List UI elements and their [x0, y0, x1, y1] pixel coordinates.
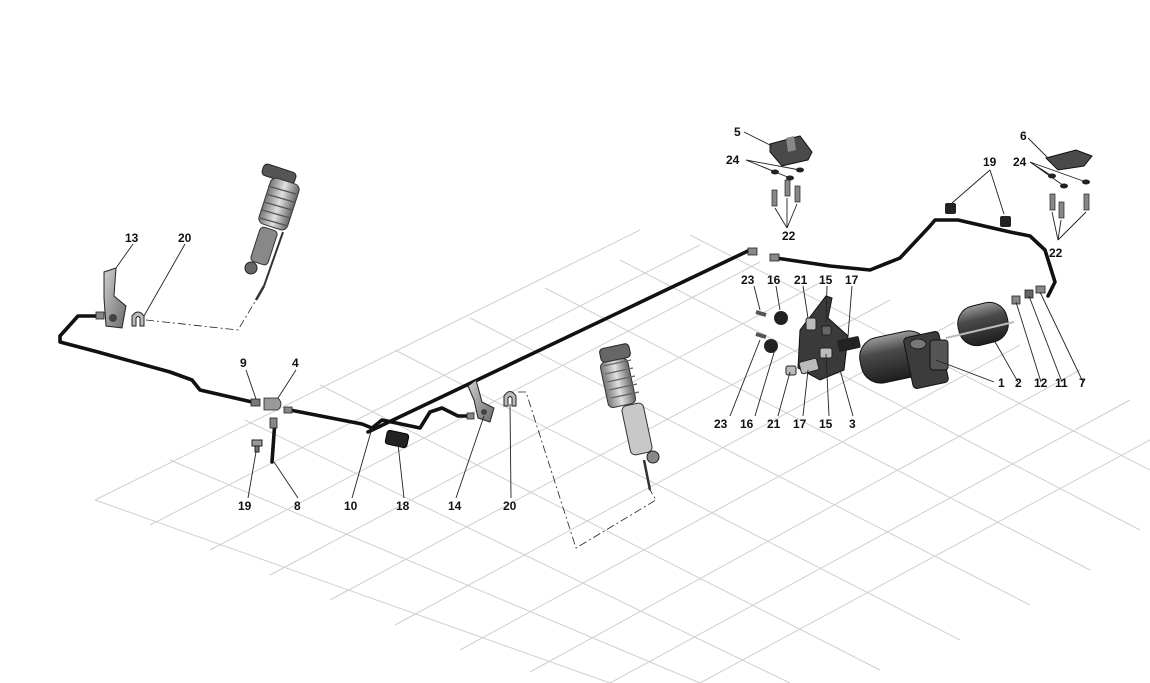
callout-16-upper: 16	[767, 273, 781, 287]
bracket-13	[103, 267, 127, 329]
pump-bracket-3	[755, 295, 861, 381]
callout-23-upper: 23	[741, 273, 755, 287]
callout-10: 10	[344, 499, 358, 513]
callout-18: 18	[396, 499, 410, 513]
reservoir-2	[945, 301, 1015, 347]
bracket-14	[467, 379, 495, 423]
grommets-19-upper	[945, 203, 1011, 227]
pump-motor-1	[859, 330, 949, 389]
pipe-fittings	[95, 247, 1046, 429]
callout-20-left: 20	[178, 231, 192, 245]
callout-19-lower: 19	[238, 499, 252, 513]
callout-13: 13	[125, 231, 139, 245]
callout-24-right: 24	[1013, 155, 1027, 169]
shock-absorber-upper	[244, 163, 300, 301]
callout-15-upper: 15	[819, 273, 833, 287]
callout-6: 6	[1020, 129, 1027, 143]
callout-14: 14	[448, 499, 462, 513]
callout-11: 11	[1055, 376, 1068, 390]
bracket-5	[769, 135, 813, 207]
reference-lines	[145, 299, 657, 549]
callout-15-lower: 15	[819, 417, 833, 431]
callout-19-upper: 19	[983, 155, 997, 169]
floor-grid	[94, 229, 1150, 683]
leader-lines	[115, 131, 1087, 499]
callout-7: 7	[1079, 376, 1086, 390]
fitting-4	[263, 397, 282, 411]
callout-4: 4	[292, 356, 299, 370]
callout-17-lower: 17	[793, 417, 807, 431]
callout-3: 3	[849, 417, 856, 431]
callout-21-lower: 21	[767, 417, 781, 431]
fitting-19-lower	[251, 439, 263, 453]
fitting-9	[250, 398, 261, 407]
callout-16-lower: 16	[740, 417, 754, 431]
clip-20-left	[131, 311, 145, 327]
bracket-6	[1045, 149, 1093, 219]
shock-absorber-lower	[599, 343, 660, 491]
callout-20-lower: 20	[503, 499, 517, 513]
callout-12: 12	[1034, 376, 1048, 390]
callout-23-lower: 23	[714, 417, 728, 431]
callout-22-left: 22	[782, 229, 796, 243]
sleeve-18	[384, 429, 410, 449]
callout-17-upper: 17	[845, 273, 859, 287]
callout-21-upper: 21	[794, 273, 808, 287]
hydraulic-pipe	[58, 218, 1057, 464]
callout-2: 2	[1015, 376, 1022, 390]
callout-22-right: 22	[1049, 246, 1063, 260]
callout-labels: 5 24 22 6 19 24 22 13 20 23 16 21 15 17 …	[125, 125, 1086, 513]
callout-8: 8	[294, 499, 301, 513]
callout-1: 1	[998, 376, 1005, 390]
callout-9: 9	[240, 356, 247, 370]
clip-20-middle	[503, 391, 517, 407]
callout-5: 5	[734, 125, 741, 139]
callout-24-left: 24	[726, 153, 740, 167]
